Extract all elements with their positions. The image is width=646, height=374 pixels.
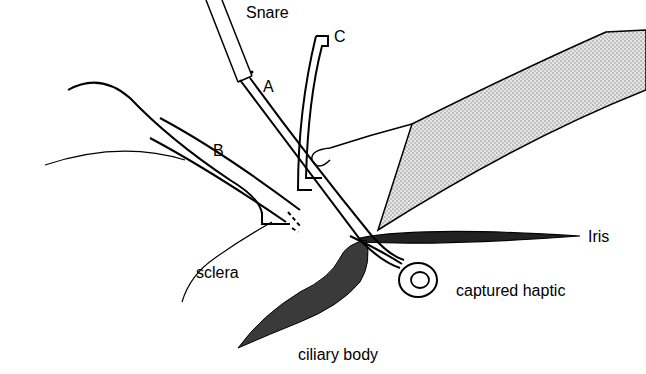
instrument-b-tip [288,212,300,232]
snare-tube [206,0,252,82]
callout-letter: B [213,142,224,160]
haptic-loop [399,263,437,297]
callout-letter: A [263,78,274,96]
part-label: ciliary body [298,346,378,364]
shaded-band [378,30,646,230]
instrument-c [298,36,328,190]
haptic-arm [350,236,402,264]
iris-shape [360,231,580,243]
part-label: captured haptic [456,282,565,300]
callout-letter: C [334,28,346,46]
marker-dot [251,71,254,74]
ciliary-body-shape [238,240,368,348]
snare-wire [250,78,404,260]
instrument-b [150,138,286,222]
cornea-line [312,124,412,166]
sclera-line [182,222,272,302]
instrument-b-tip [262,212,290,224]
part-label: Snare [246,4,289,22]
conjunctiva-line [68,83,262,214]
haptic-eyelet [411,272,429,288]
surface-line [45,151,185,165]
part-label: sclera [196,264,239,282]
part-label: Iris [588,228,609,246]
